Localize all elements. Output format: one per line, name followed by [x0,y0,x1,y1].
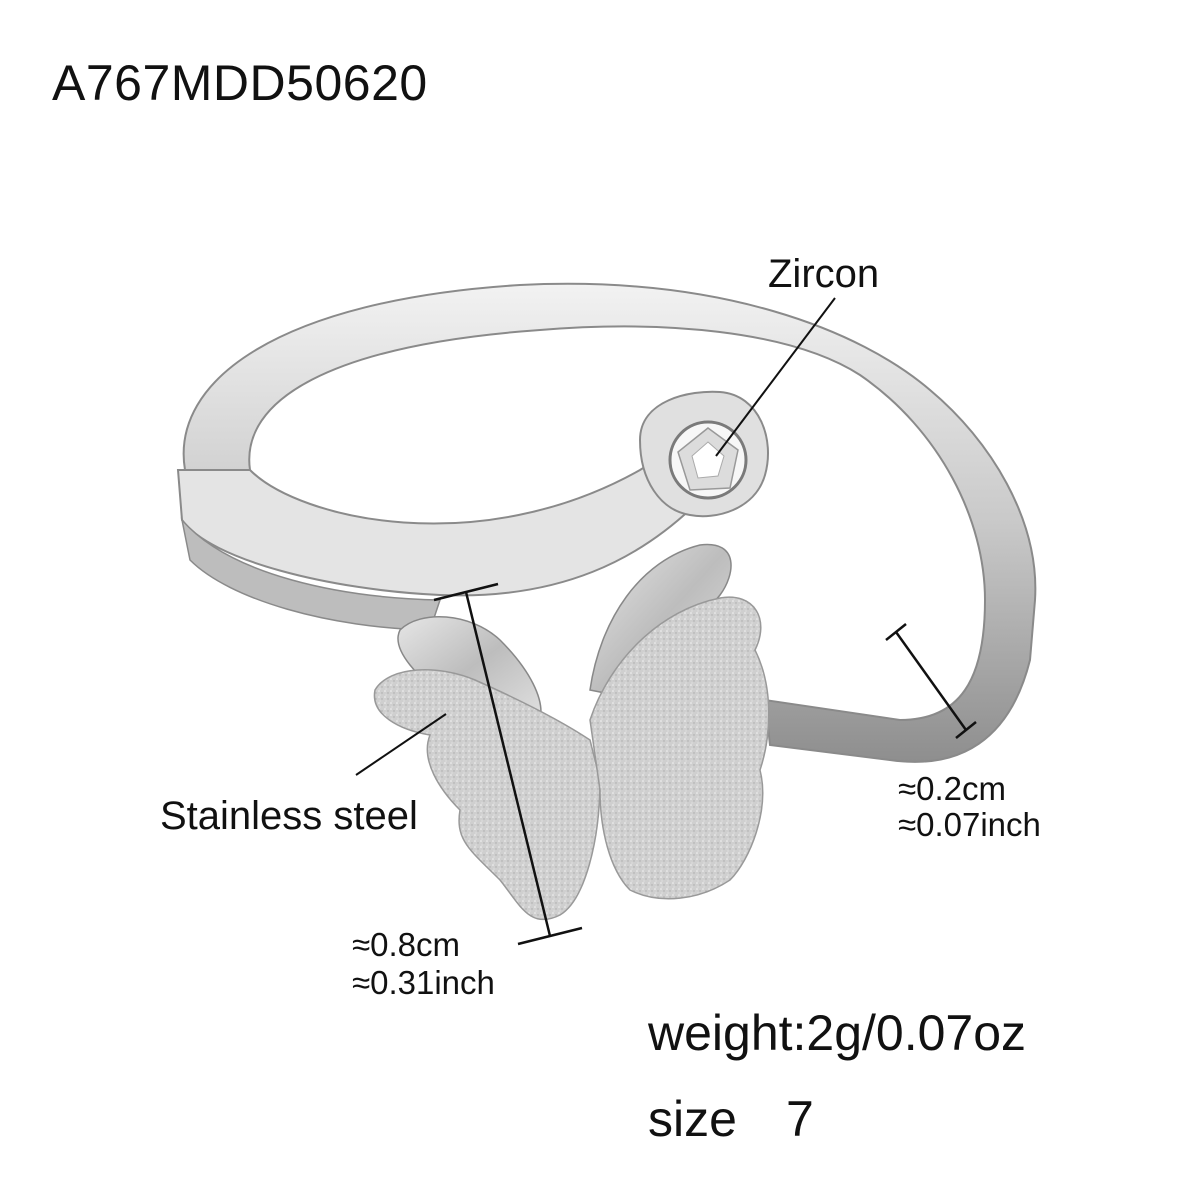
band-width-cm: ≈0.2cm [898,770,1006,807]
charm-height-dimension [433,582,583,946]
steel-leader-line [355,713,447,776]
butterfly-charm [373,543,770,921]
band-width-dimension [885,623,977,739]
product-weight: weight:2g/0.07oz [648,1005,1027,1061]
charm-height-inch: ≈0.31inch [352,964,495,1001]
zircon-setting [638,390,769,518]
product-size-label: size [648,1091,737,1147]
product-sku: A767MDD50620 [52,55,428,111]
charm-height-cm: ≈0.8cm [352,926,460,963]
product-size-value: 7 [786,1091,814,1147]
ring-band [176,282,1037,763]
band-width-inch: ≈0.07inch [898,806,1041,843]
zircon-callout-label: Zircon [768,252,880,296]
zircon-leader-line [715,297,836,457]
material-callout-label: Stainless steel [160,794,418,838]
